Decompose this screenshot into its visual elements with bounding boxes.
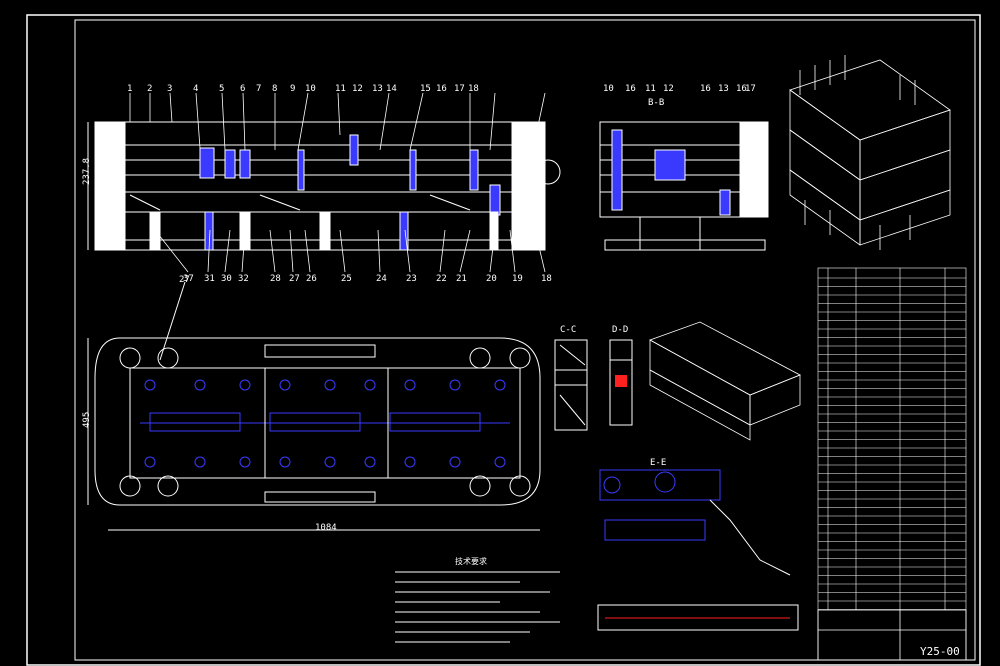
- top-callout-13: 13: [372, 84, 383, 94]
- top-callout-9: 9: [290, 84, 296, 94]
- bottom-callout-12: 21: [456, 274, 467, 284]
- right-callout-6: 13: [718, 84, 729, 94]
- dim-length: 1084: [315, 523, 337, 533]
- top-callout-3: 3: [167, 84, 173, 94]
- bom-table: [817, 267, 967, 661]
- front-section-view: [87, 121, 546, 251]
- top-callout-leaders: [129, 92, 546, 151]
- top-callout-12: 12: [352, 84, 363, 94]
- bottom-callout-11: 22: [436, 274, 447, 284]
- top-callout-17: 17: [454, 84, 465, 94]
- right-callout-5: 16: [700, 84, 711, 94]
- top-callout-6: 6: [240, 84, 246, 94]
- right-callout-7: 16: [736, 84, 747, 94]
- bottom-callout-leaders: [154, 229, 546, 273]
- top-callout-14: 14: [386, 84, 397, 94]
- dim-height: 237.8: [82, 157, 92, 185]
- inner-border: [74, 19, 976, 661]
- right-callout-1: 10: [603, 84, 614, 94]
- title-block: [817, 609, 967, 661]
- right-callout-3: 11: [645, 84, 656, 94]
- bottom-callout-2: 31: [204, 274, 215, 284]
- top-callout-4: 4: [193, 84, 199, 94]
- bottom-callout-7: 26: [306, 274, 317, 284]
- right-callout-8: 17: [745, 84, 756, 94]
- plan-view-holes: [144, 379, 506, 468]
- drawing-code: Y25-00: [920, 645, 960, 658]
- top-callout-15: 15: [420, 84, 431, 94]
- tech-requirements-lines: [395, 571, 560, 643]
- isometric-view-top: [789, 55, 951, 250]
- top-callout-18: 18: [468, 84, 479, 94]
- isometric-view-mid: [649, 321, 801, 441]
- section-label-4: E-E: [650, 458, 667, 468]
- bottom-callout-15: 18: [541, 274, 552, 284]
- top-callout-7: 7: [256, 84, 262, 94]
- bottom-callout-4: 32: [238, 274, 249, 284]
- bottom-callout-6: 27: [289, 274, 300, 284]
- bom-rows: [818, 277, 966, 610]
- bottom-callout-13: 20: [486, 274, 497, 284]
- detail-circle: [535, 159, 561, 185]
- top-callout-10: 10: [305, 84, 316, 94]
- section-label-3: D-D: [612, 325, 629, 335]
- top-callout-11: 11: [335, 84, 346, 94]
- top-callout-2: 2: [147, 84, 153, 94]
- side-section-view: [599, 121, 769, 251]
- strip-layout: [597, 469, 799, 631]
- right-callout-2: 16: [625, 84, 636, 94]
- small-sections: [554, 339, 633, 431]
- bottom-callout-9: 24: [376, 274, 387, 284]
- bottom-callout-3: 30: [221, 274, 232, 284]
- bottom-callout-14: 19: [512, 274, 523, 284]
- bottom-callout-10: 23: [406, 274, 417, 284]
- plan-callout-label: 27: [179, 275, 190, 285]
- bottom-callout-1: 37: [183, 274, 194, 284]
- section-label-1: B-B: [648, 98, 665, 108]
- bottom-callout-8: 25: [341, 274, 352, 284]
- section-label-2: C-C: [560, 325, 577, 335]
- top-callout-16: 16: [436, 84, 447, 94]
- right-callout-4: 12: [663, 84, 674, 94]
- top-callout-1: 1: [127, 84, 133, 94]
- plan-view: [87, 281, 541, 531]
- bottom-callout-5: 28: [270, 274, 281, 284]
- top-callout-8: 8: [272, 84, 278, 94]
- top-callout-5: 5: [219, 84, 225, 94]
- tech-requirements-title: 技术要求: [455, 557, 487, 566]
- outer-border: [26, 14, 981, 666]
- dim-width: 495: [82, 411, 92, 428]
